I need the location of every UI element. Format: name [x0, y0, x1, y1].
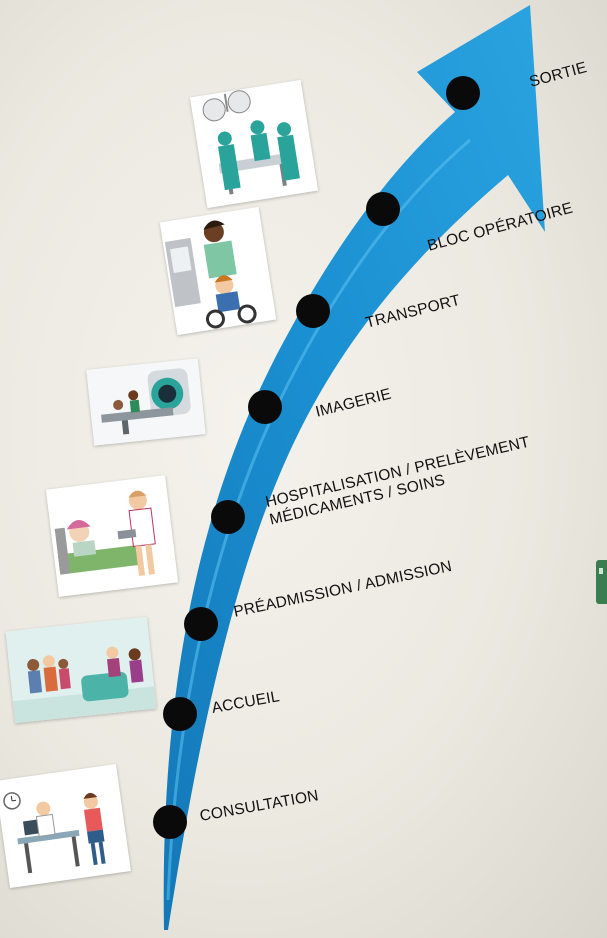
operating-room-surgeons-illustration [189, 79, 319, 209]
stage-dot-bloc [366, 192, 400, 226]
mri-scanner-illustration [86, 358, 206, 446]
stage-dot-consultation [153, 805, 187, 839]
doctor-patient-desk-illustration [0, 764, 131, 888]
stage-dot-transport [296, 294, 330, 328]
stage-dot-accueil [163, 697, 197, 731]
stage-dot-sortie [446, 76, 480, 110]
stage-dot-preadmission [184, 607, 218, 641]
stage-dot-hospitalisation [211, 500, 245, 534]
stage-dot-imagerie [248, 390, 282, 424]
patient-transport-wheelchair-illustration [159, 206, 277, 336]
arrow-body [163, 5, 546, 930]
hospital-reception-illustration [5, 616, 157, 724]
side-tab[interactable] [596, 560, 607, 604]
nurse-patient-bed-illustration [45, 475, 179, 597]
